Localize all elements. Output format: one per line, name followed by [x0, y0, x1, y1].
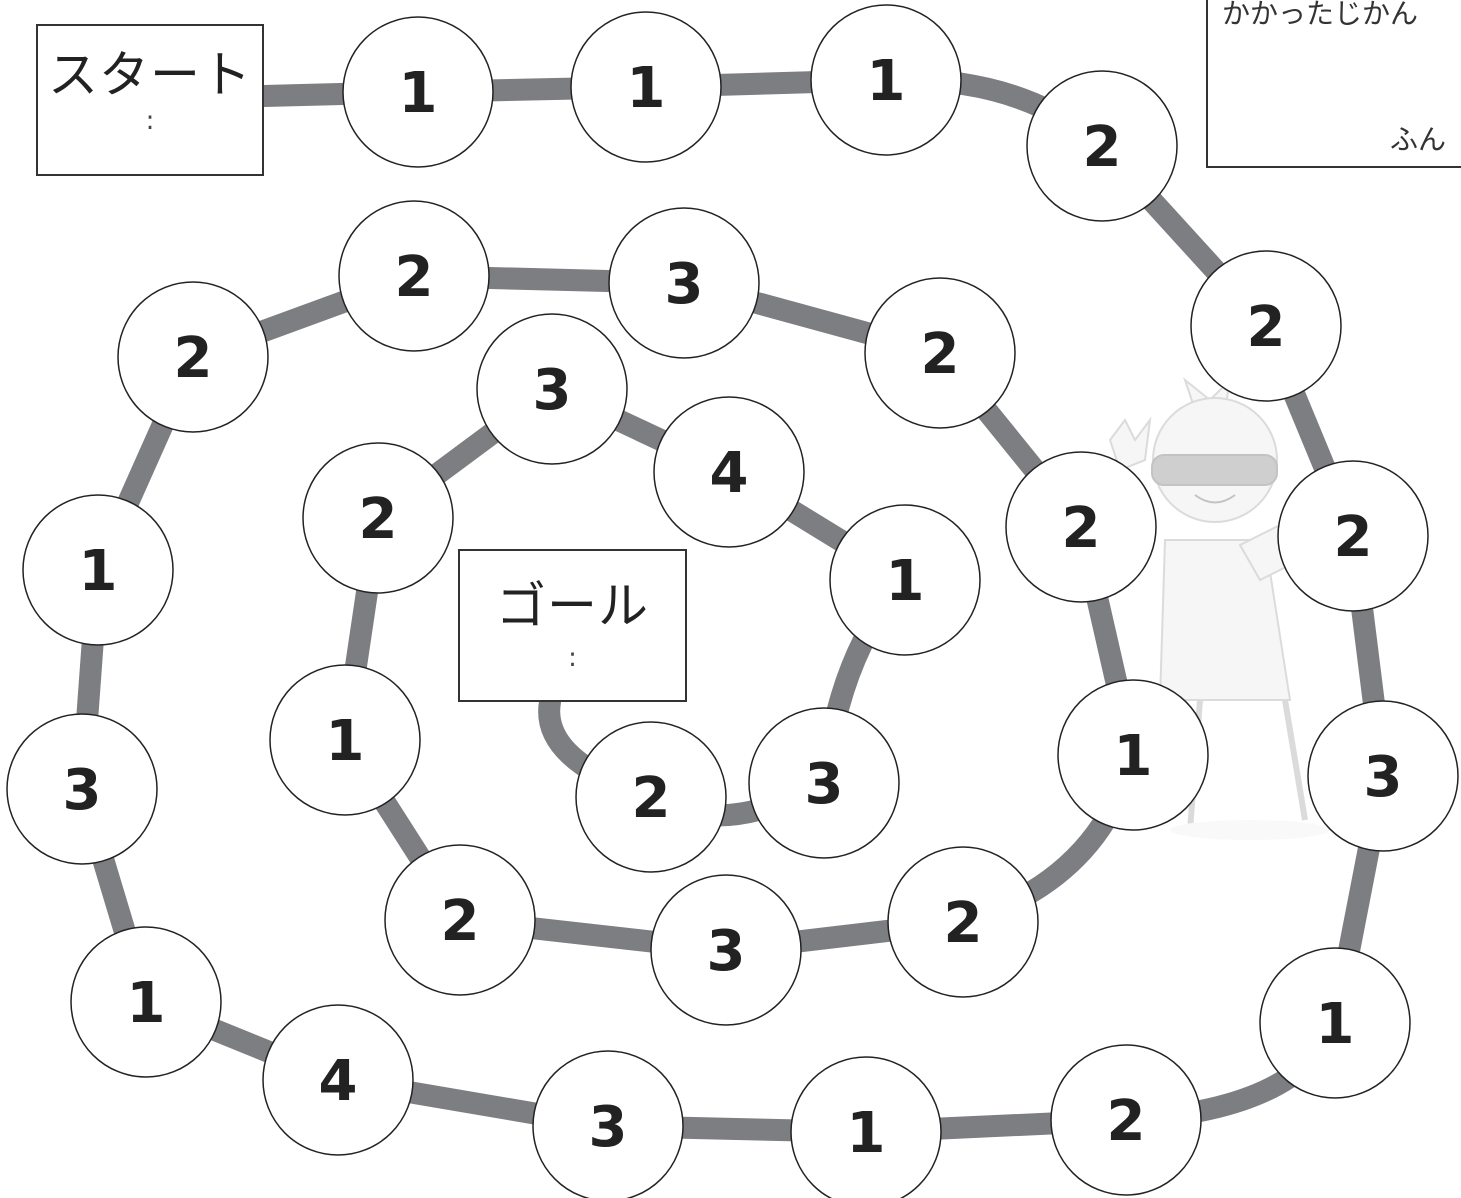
- time-record-unit: ふん: [1390, 118, 1446, 158]
- board-space[interactable]: 3: [533, 1051, 683, 1198]
- space-number: 2: [921, 322, 960, 387]
- board-space[interactable]: 4: [654, 397, 804, 547]
- space-number: 4: [319, 1049, 358, 1114]
- start-box: スタート :: [36, 24, 264, 176]
- space-number: 1: [79, 539, 118, 604]
- board-space[interactable]: 2: [1051, 1045, 1201, 1195]
- time-record-label: かかったじかん: [1222, 0, 1418, 32]
- board-space[interactable]: 3: [749, 708, 899, 858]
- board-space[interactable]: 2: [888, 847, 1038, 997]
- board-space[interactable]: 2: [576, 722, 726, 872]
- board-space[interactable]: 2: [1027, 71, 1177, 221]
- board-space[interactable]: 1: [270, 665, 420, 815]
- board-space[interactable]: 1: [23, 495, 173, 645]
- board-space[interactable]: 3: [7, 714, 157, 864]
- board-space[interactable]: 3: [651, 875, 801, 1025]
- board-space[interactable]: 1: [830, 505, 980, 655]
- space-number: 3: [707, 919, 746, 984]
- space-number: 1: [127, 971, 166, 1036]
- space-number: 1: [326, 709, 365, 774]
- board-space[interactable]: 1: [71, 927, 221, 1077]
- board-space[interactable]: 3: [477, 314, 627, 464]
- space-number: 3: [1364, 745, 1403, 810]
- space-number: 3: [533, 358, 572, 423]
- space-number: 3: [665, 252, 704, 317]
- space-number: 2: [1247, 295, 1286, 360]
- space-number: 2: [359, 487, 398, 552]
- space-number: 4: [710, 441, 749, 506]
- space-number: 3: [589, 1095, 628, 1160]
- space-number: 2: [632, 766, 671, 831]
- board-space[interactable]: 1: [571, 12, 721, 162]
- space-number: 2: [1083, 115, 1122, 180]
- start-label: スタート: [38, 50, 262, 100]
- goal-time-field[interactable]: :: [460, 645, 685, 671]
- space-number: 1: [1316, 992, 1355, 1057]
- space-number: 2: [1107, 1089, 1146, 1154]
- space-number: 2: [1062, 496, 1101, 561]
- space-number: 2: [944, 891, 983, 956]
- board-space[interactable]: 4: [263, 1005, 413, 1155]
- goal-label: ゴール: [460, 581, 685, 631]
- board-space[interactable]: 1: [343, 17, 493, 167]
- board-space[interactable]: 1: [1260, 948, 1410, 1098]
- board-space[interactable]: 3: [1308, 701, 1458, 851]
- board-space[interactable]: 2: [118, 282, 268, 432]
- board-space[interactable]: 2: [1191, 251, 1341, 401]
- board-space[interactable]: 2: [385, 845, 535, 995]
- board-space[interactable]: 2: [865, 278, 1015, 428]
- space-number: 2: [441, 889, 480, 954]
- board-space[interactable]: 2: [1278, 461, 1428, 611]
- space-number: 3: [805, 752, 844, 817]
- time-record-box[interactable]: かかったじかん ふん: [1206, 0, 1461, 168]
- board-space[interactable]: 3: [609, 208, 759, 358]
- goal-box: ゴール :: [458, 549, 687, 702]
- space-number: 1: [867, 49, 906, 114]
- board-space[interactable]: 2: [339, 201, 489, 351]
- space-number: 1: [1114, 724, 1153, 789]
- start-time-field[interactable]: :: [38, 108, 262, 134]
- space-number: 1: [627, 56, 666, 121]
- space-number: 3: [63, 758, 102, 823]
- board-space[interactable]: 2: [1006, 452, 1156, 602]
- space-number: 2: [395, 245, 434, 310]
- board-space[interactable]: 1: [1058, 680, 1208, 830]
- space-number: 1: [399, 61, 438, 126]
- space-number: 1: [847, 1101, 886, 1166]
- board-space[interactable]: 2: [303, 443, 453, 593]
- space-number: 2: [1334, 505, 1373, 570]
- space-number: 1: [886, 549, 925, 614]
- space-number: 2: [174, 326, 213, 391]
- board-space[interactable]: 1: [791, 1057, 941, 1198]
- board-space[interactable]: 1: [811, 5, 961, 155]
